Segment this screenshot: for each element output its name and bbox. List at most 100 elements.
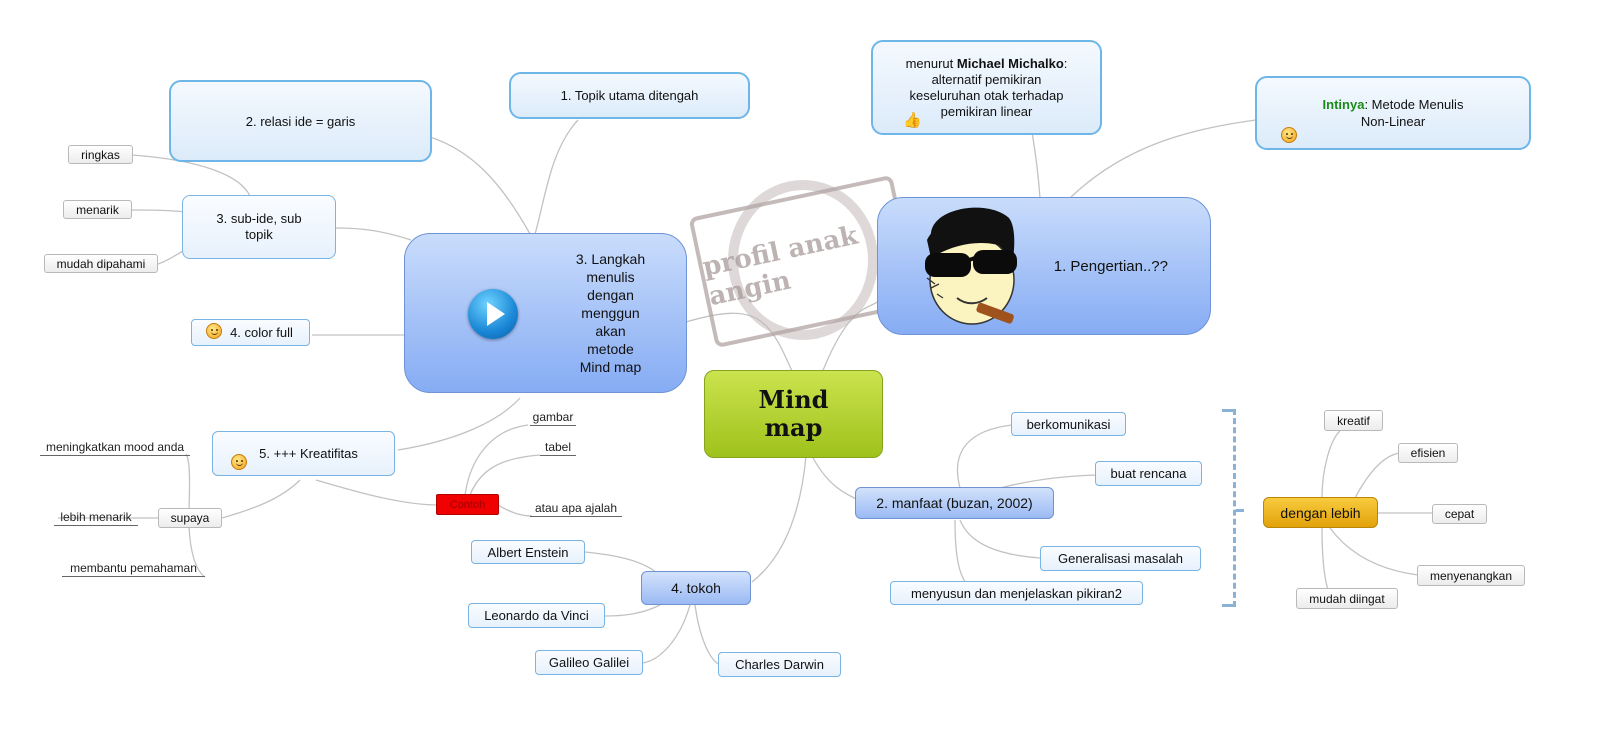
connector	[1069, 119, 1257, 199]
connector	[959, 519, 1041, 559]
connector	[584, 551, 657, 573]
langkah-relasi-ide[interactable]: 2. relasi ide = garis	[169, 80, 432, 162]
dengan-lebih-child[interactable]: efisien	[1398, 443, 1458, 463]
manfaat-child-label: menyusun dan menjelaskan pikiran2	[910, 585, 1122, 601]
pengertian-definition-text: menurut Michael Michalko: alternatif pem…	[895, 56, 1078, 120]
tokoh-child-label: Leonardo da Vinci	[484, 608, 589, 623]
dengan-lebih-child-label: kreatif	[1337, 413, 1370, 428]
connector	[999, 474, 1097, 489]
supaya-child-label: lebih menarik	[60, 510, 132, 524]
topic-tokoh[interactable]: 4. tokoh	[641, 571, 751, 605]
connector	[221, 479, 301, 519]
connector	[1354, 452, 1401, 499]
tokoh-child[interactable]: Charles Darwin	[718, 652, 841, 677]
connector	[642, 604, 691, 664]
connector	[534, 119, 579, 235]
dengan-lebih-node[interactable]: dengan lebih	[1263, 497, 1378, 528]
connector	[954, 519, 967, 584]
topic-manfaat-label: 2. manfaat (buzan, 2002)	[876, 495, 1033, 511]
dengan-lebih-child[interactable]: cepat	[1432, 504, 1487, 524]
dengan-lebih-label: dengan lebih	[1280, 504, 1361, 521]
langkah-topik-utama-label: 1. Topik utama ditengah	[560, 88, 699, 103]
contoh-label: Contoh	[449, 498, 486, 511]
dengan-lebih-child[interactable]: menyenangkan	[1417, 565, 1525, 586]
connector	[1321, 430, 1341, 499]
topic-langkah-label: 3. Langkah menulis dengan menggun akan m…	[575, 251, 646, 375]
manfaat-child[interactable]: Generalisasi masalah	[1040, 546, 1201, 571]
connector	[811, 455, 859, 501]
manfaat-child[interactable]: menyusun dan menjelaskan pikiran2	[890, 581, 1143, 605]
supaya-child[interactable]: meningkatkan mood anda	[40, 440, 190, 456]
manfaat-child[interactable]: buat rencana	[1095, 461, 1202, 486]
contoh-node[interactable]: Contoh	[436, 494, 499, 515]
connector	[1031, 131, 1041, 199]
langkah-sub-ide[interactable]: 3. sub-ide, sub topik	[182, 195, 336, 259]
connector	[1329, 527, 1419, 576]
langkah-relasi-ide-label: 2. relasi ide = garis	[245, 113, 356, 129]
connector	[185, 453, 191, 511]
connector	[604, 604, 661, 617]
connector	[335, 227, 412, 241]
tokoh-child-label: Galileo Galilei	[548, 655, 630, 670]
central-topic-line1: Mind	[758, 385, 829, 414]
contoh-child-label: tabel	[544, 440, 572, 454]
connector	[956, 424, 1013, 489]
bracket-connector	[1222, 409, 1236, 607]
langkah-sub-ide-label: 3. sub-ide, sub topik	[216, 211, 302, 242]
connector	[469, 454, 541, 496]
connector	[315, 479, 439, 506]
manfaat-child-label: buat rencana	[1110, 466, 1187, 481]
dengan-lebih-child[interactable]: kreatif	[1324, 410, 1383, 431]
supaya-child[interactable]: membantu pemahaman	[62, 561, 205, 577]
connector	[751, 455, 807, 583]
subide-child-label: ringkas	[81, 147, 120, 162]
tokoh-child-label: Charles Darwin	[735, 657, 824, 672]
dengan-lebih-child-label: efisien	[1410, 446, 1446, 460]
play-icon[interactable]	[468, 289, 518, 339]
pengertian-definition-box[interactable]: menurut Michael Michalko: alternatif pem…	[871, 40, 1102, 135]
supaya-child-label: membantu pemahaman	[70, 561, 197, 575]
tokoh-child[interactable]: Galileo Galilei	[535, 650, 643, 675]
definition-author: Michael Michalko	[956, 55, 1064, 71]
topic-manfaat[interactable]: 2. manfaat (buzan, 2002)	[855, 487, 1054, 519]
supaya-node[interactable]: supaya	[158, 508, 222, 528]
topic-langkah[interactable]: 3. Langkah menulis dengan menggun akan m…	[404, 233, 687, 393]
subide-child[interactable]: ringkas	[68, 145, 133, 164]
contoh-child[interactable]: atau apa ajalah	[530, 501, 622, 517]
subide-child[interactable]: mudah dipahami	[44, 254, 158, 273]
connector	[397, 397, 521, 451]
subide-child-label: mudah dipahami	[56, 256, 146, 271]
contoh-child[interactable]: gambar	[530, 410, 576, 426]
connector	[1321, 527, 1329, 591]
tokoh-child[interactable]: Albert Enstein	[471, 540, 585, 564]
connector	[694, 604, 721, 666]
pengertian-intinya-box[interactable]: Intinya: Metode Menulis Non-Linear	[1255, 76, 1531, 150]
topic-tokoh-label: 4. tokoh	[671, 580, 721, 596]
intinya-rest: : Metode Menulis Non-Linear	[1360, 97, 1464, 129]
topic-pengertian-label: 1. Pengertian..??	[1053, 257, 1168, 275]
tokoh-child[interactable]: Leonardo da Vinci	[468, 603, 605, 628]
tokoh-child-label: Albert Enstein	[487, 544, 569, 560]
supaya-label: supaya	[170, 511, 210, 525]
smiley-icon	[1281, 127, 1297, 143]
connector	[188, 525, 206, 578]
subide-child[interactable]: menarik	[63, 200, 132, 219]
central-topic[interactable]: Mind map	[704, 370, 883, 458]
langkah-topik-utama[interactable]: 1. Topik utama ditengah	[509, 72, 750, 119]
manfaat-child-label: berkomunikasi	[1026, 416, 1111, 432]
langkah-kreatifitas-label: 5. +++ Kreatifitas	[259, 446, 358, 461]
dengan-lebih-child-label: mudah diingat	[1309, 591, 1385, 606]
intinya-text: Intinya: Metode Menulis Non-Linear	[1317, 96, 1469, 130]
dengan-lebih-child[interactable]: mudah diingat	[1296, 588, 1398, 609]
connector	[429, 136, 531, 235]
contoh-child-label: atau apa ajalah	[534, 501, 618, 515]
connector	[157, 249, 186, 265]
cartoon-face-icon	[925, 207, 1017, 325]
supaya-child[interactable]: lebih menarik	[54, 510, 138, 526]
supaya-child-label: meningkatkan mood anda	[45, 440, 185, 454]
contoh-child[interactable]: tabel	[540, 440, 576, 456]
manfaat-child[interactable]: berkomunikasi	[1011, 412, 1126, 436]
intinya-label: Intinya	[1322, 97, 1365, 112]
dengan-lebih-child-label: cepat	[1444, 507, 1475, 521]
